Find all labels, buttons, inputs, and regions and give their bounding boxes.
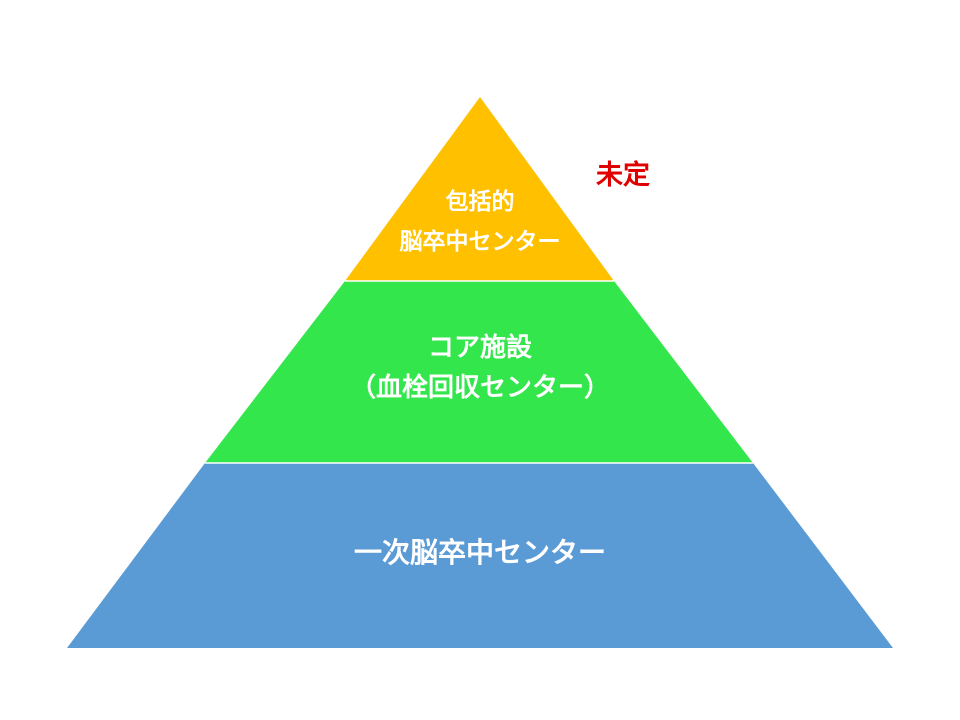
tier-label-line: 一次脳卒中センター	[353, 536, 606, 569]
tier-label-line: （血栓回収センター）	[349, 373, 610, 403]
tier-label-line: コア施設	[427, 333, 532, 363]
tier-label-primary-stroke-center: 一次脳卒中センター	[0, 533, 960, 573]
pyramid-tier-top-shape	[345, 97, 614, 281]
tier-label-line: 包括的	[445, 189, 515, 215]
tier-label-core-facility: コア施設 （血栓回収センター）	[0, 328, 960, 408]
undetermined-annotation: 未定	[596, 160, 650, 191]
tier-label-line: 脳卒中センター	[399, 229, 561, 255]
tier-label-comprehensive-stroke-center: 包括的 脳卒中センター	[0, 182, 960, 262]
pyramid-tier-base-shape	[67, 463, 893, 648]
pyramid-tier-middle-shape	[205, 281, 753, 463]
